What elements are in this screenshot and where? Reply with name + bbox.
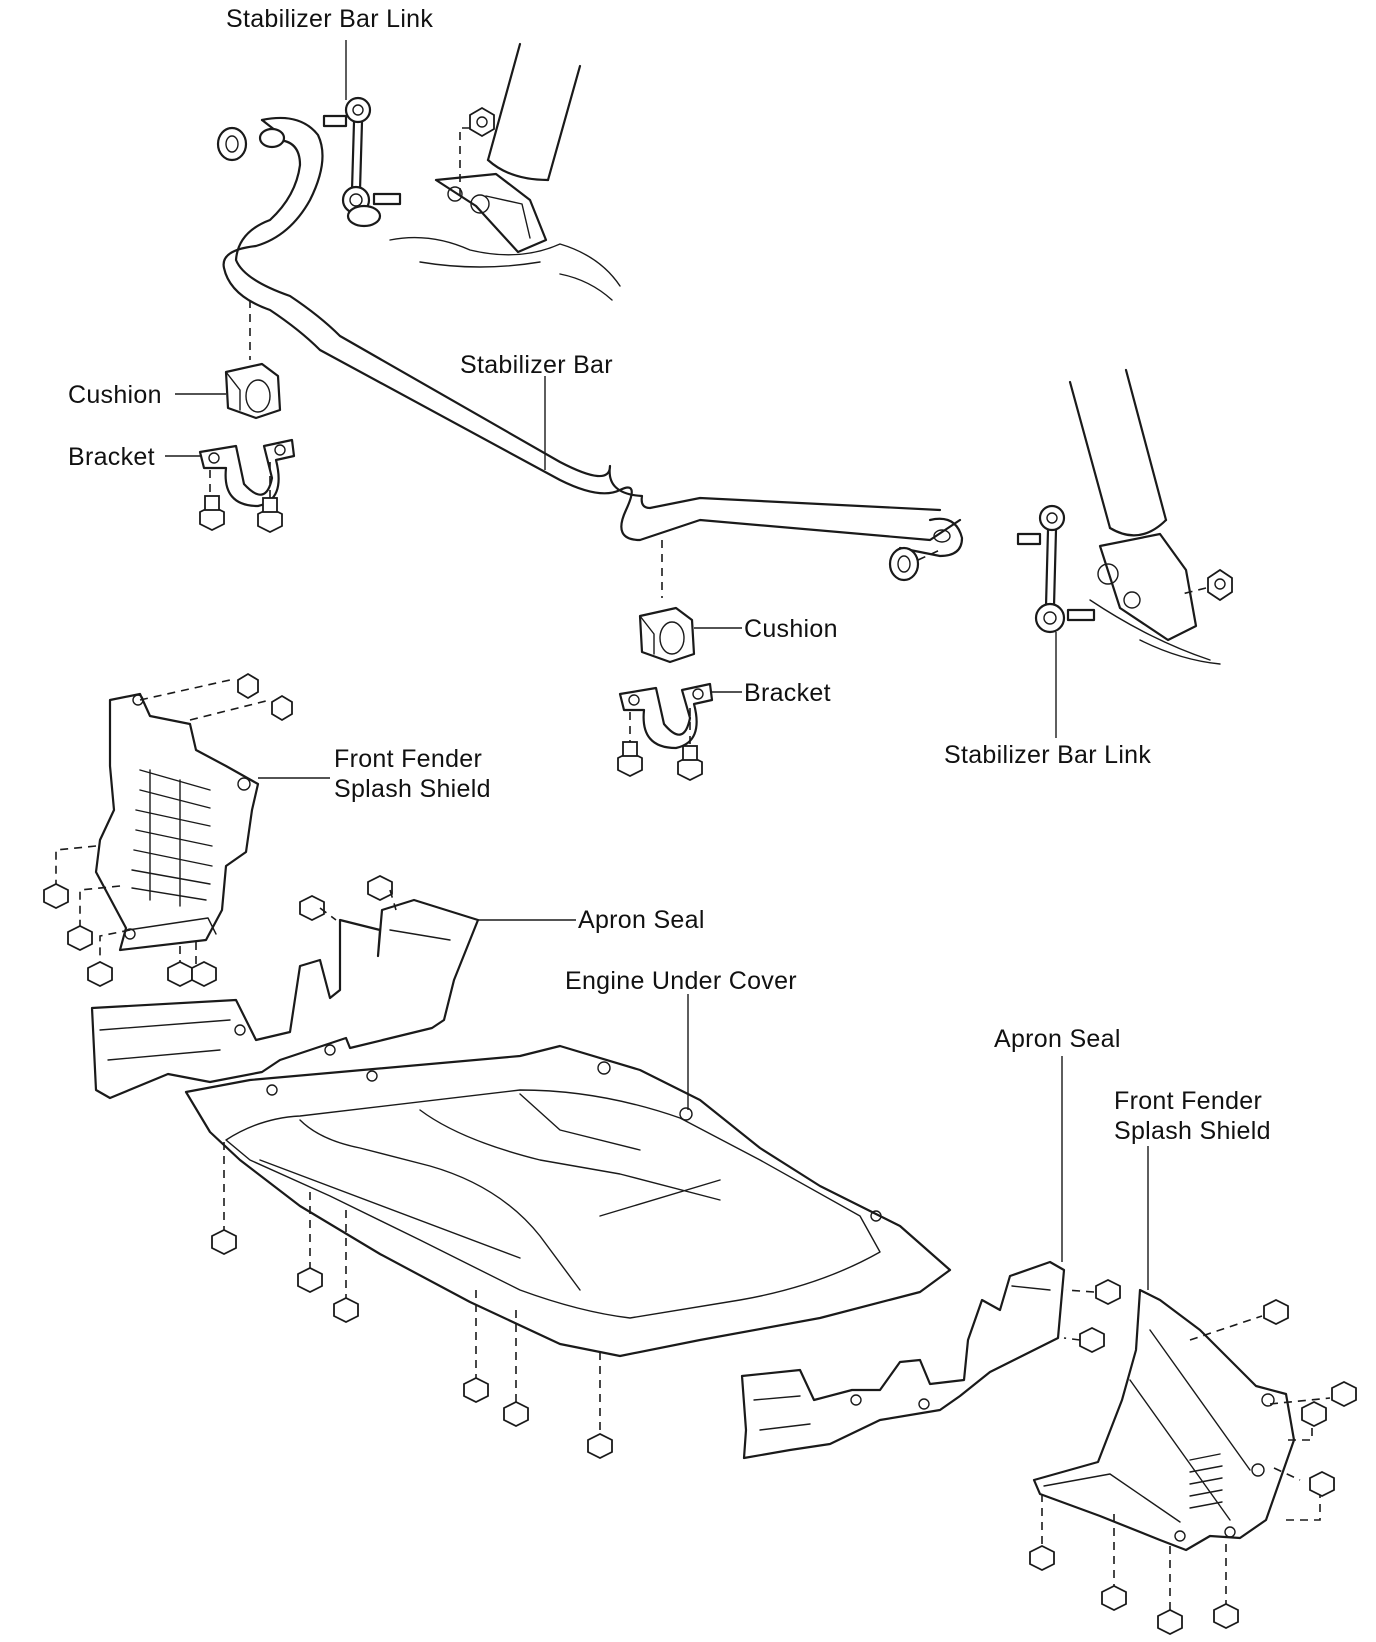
label-stabilizer-bar-link-top: Stabilizer Bar Link <box>226 5 434 33</box>
label-front-fender-splash-shield-right-line2: Splash Shield <box>1114 1117 1271 1145</box>
stabilizer-bar-link-right-part <box>1016 504 1096 634</box>
cushion-left-part <box>224 300 282 420</box>
strut-left <box>389 42 621 301</box>
label-front-fender-splash-shield-left-line1: Front Fender <box>334 745 483 773</box>
label-front-fender-splash-shield-left-line2: Splash Shield <box>334 775 491 803</box>
label-stabilizer-bar: Stabilizer Bar <box>460 351 613 379</box>
label-apron-seal-right: Apron Seal <box>994 1025 1121 1053</box>
bolts-bracket-left <box>199 495 283 534</box>
label-cushion-center: Cushion <box>744 615 838 643</box>
label-bracket-center: Bracket <box>744 679 831 707</box>
bushing-right <box>888 546 941 582</box>
engine-under-cover-part <box>184 1044 952 1436</box>
bolts-bracket-center <box>617 741 703 782</box>
stabilizer-bar-link-top-part <box>322 96 402 228</box>
bolts-splash-shield-right <box>1029 1298 1357 1636</box>
bushing-left-top <box>216 126 248 162</box>
bolts-engine-under-cover <box>211 1228 613 1460</box>
label-engine-under-cover: Engine Under Cover <box>565 967 797 995</box>
leader-lines <box>165 40 1149 1290</box>
stabilizer-bar-part <box>222 116 964 558</box>
front-fender-splash-shield-right-part <box>1032 1288 1331 1614</box>
strut-right <box>1068 368 1233 665</box>
label-front-fender-splash-shield-right-line1: Front Fender <box>1114 1087 1263 1115</box>
label-cushion-left: Cushion <box>68 381 162 409</box>
label-stabilizer-bar-link-right: Stabilizer Bar Link <box>944 741 1152 769</box>
bolts-splash-shield-left <box>43 672 293 988</box>
front-fender-splash-shield-left-part <box>55 679 271 966</box>
apron-seal-left-part <box>90 874 480 1100</box>
nut-top <box>469 106 495 138</box>
cushion-center-part <box>638 540 696 664</box>
label-bracket-left: Bracket <box>68 443 155 471</box>
apron-seal-right-part <box>740 1260 1121 1460</box>
label-apron-seal-left: Apron Seal <box>578 906 705 934</box>
